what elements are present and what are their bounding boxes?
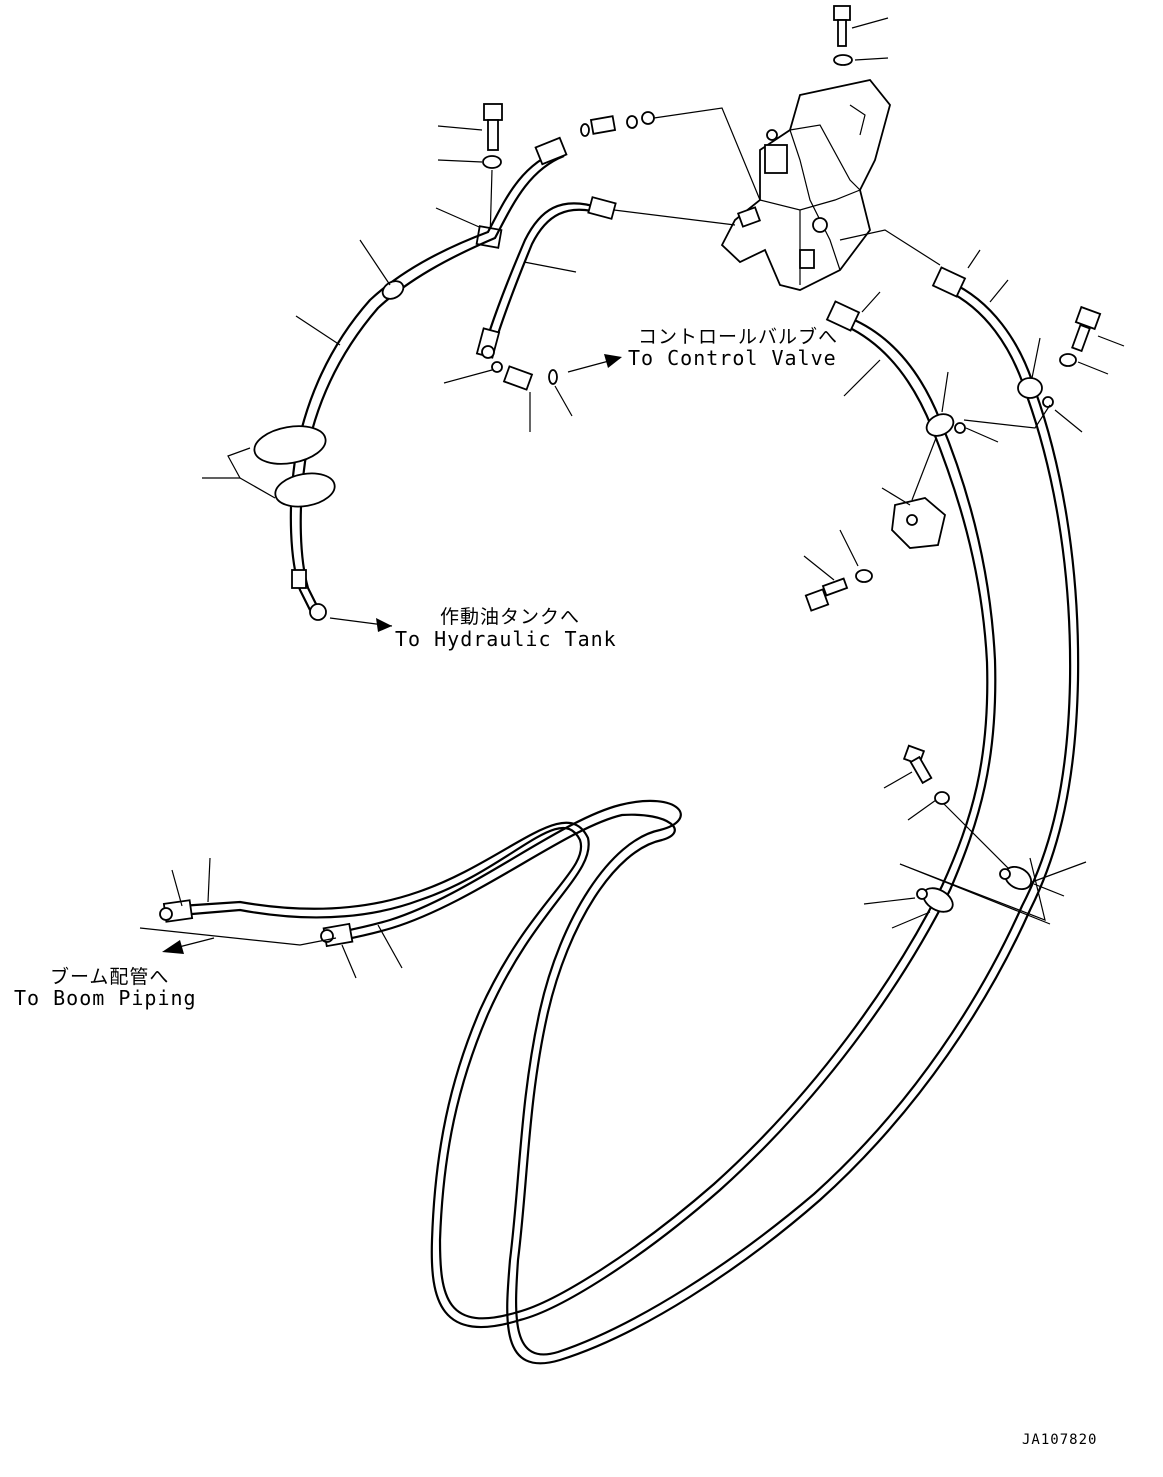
drawing-code: JA107820 [1022, 1432, 1098, 1448]
boom-piping-label-jp: ブーム配管へ [50, 966, 170, 988]
spacer-block [803, 437, 947, 612]
boom-piping-label-en: To Boom Piping [14, 986, 197, 1010]
hose-to-hydraulic-tank [202, 136, 568, 632]
boom-piping-leaders [139, 857, 403, 979]
hose-boom-a [159, 291, 997, 1329]
valve-block [720, 79, 941, 291]
hydraulic-tank-label-jp: 作動油タンクへ [440, 606, 581, 628]
bolt-top-right [833, 5, 889, 66]
clamp-right-upper [925, 305, 1125, 443]
hose-to-control-valve [443, 196, 736, 432]
clamp-right-lower [863, 744, 1087, 929]
fitting-elbow-top [580, 107, 761, 201]
control-valve-label-jp: コントロールバルブへ [638, 326, 839, 348]
hose-boom-b [320, 249, 1080, 1365]
control-valve-label-en: To Control Valve [628, 346, 837, 370]
hydraulic-tank-label-en: To Hydraulic Tank [395, 627, 617, 651]
